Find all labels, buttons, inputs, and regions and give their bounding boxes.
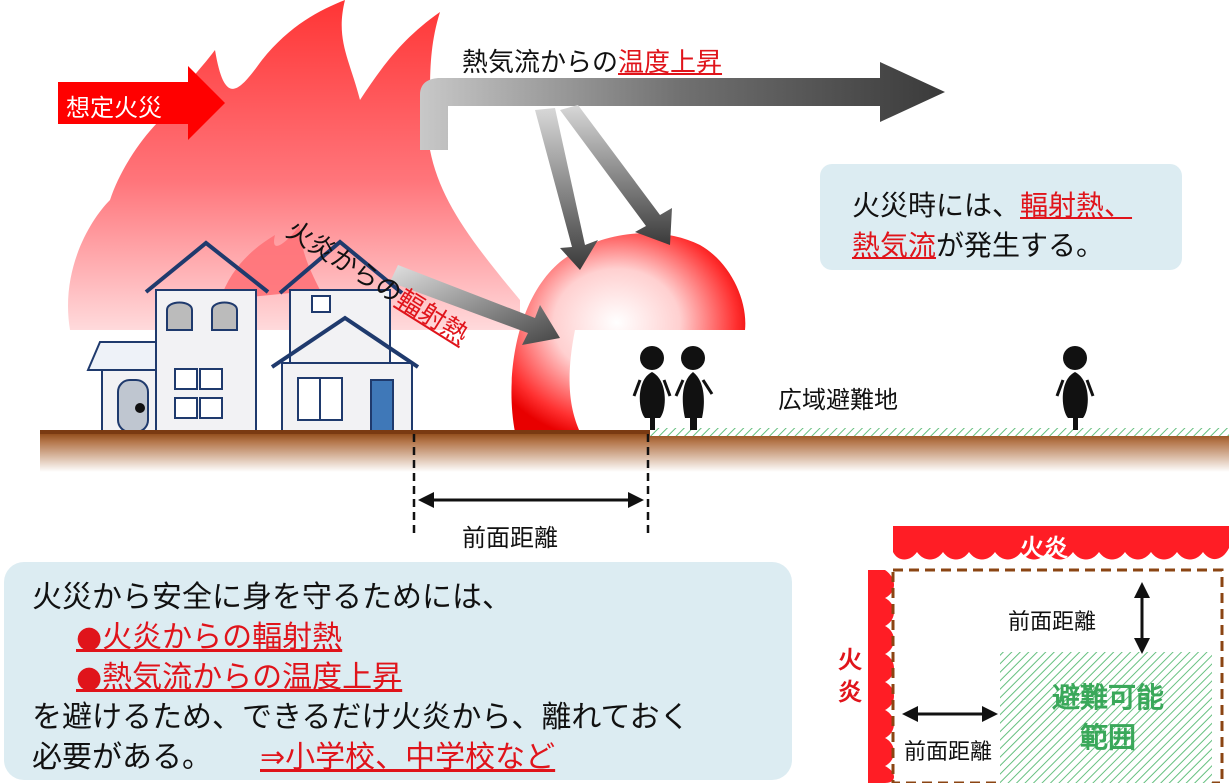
main-line5: 必要がある。 ⇒小学校、中学校など — [32, 732, 555, 776]
heat-flow-prefix: 熱気流からの — [462, 48, 619, 78]
main-box — [4, 562, 792, 780]
main-line4: を避けるため、できるだけ火炎から、離れておく — [32, 700, 690, 735]
info-line1-highlight: 輻射熱、 — [1020, 189, 1133, 222]
radiant-heat-arrow — [390, 265, 560, 345]
heat-flow-highlight: 温度上昇 — [618, 48, 723, 78]
person-3 — [1055, 346, 1095, 430]
info-line1-prefix: 火災時には、 — [852, 189, 1021, 222]
evac-ground-hatch — [650, 428, 1229, 436]
main-bullet1: ●火炎からの輻射熱 — [76, 620, 343, 655]
front-distance-label: 前面距離 — [462, 524, 558, 552]
info-box-line2: 熱気流が発生する。 — [852, 224, 1104, 264]
main-line5-highlight: ⇒小学校、中学校など — [260, 740, 556, 775]
main-line5-prefix: 必要がある。 — [32, 740, 212, 775]
fire-scenario-arrow — [58, 66, 225, 140]
radiant-heat-ball — [511, 233, 746, 432]
main-bullet2: ●熱気流からの温度上昇 — [76, 660, 403, 695]
evac-area-label: 広域避難地 — [778, 386, 898, 414]
inset-front-distance-top: 前面距離 — [1008, 610, 1097, 635]
safe-zone-label-2: 範囲 — [1080, 721, 1137, 754]
heat-flow-arrow — [420, 62, 945, 150]
inset-flame-left-label-1: 火 — [838, 646, 862, 674]
flame-shape — [68, 0, 520, 330]
person-1 — [632, 346, 672, 430]
inset-diagram — [868, 526, 1229, 783]
fire-scenario-label: 想定火災 — [66, 94, 162, 122]
downward-arrow-2 — [560, 105, 672, 245]
info-box — [820, 164, 1182, 270]
inset-front-distance-bottom: 前面距離 — [904, 740, 993, 765]
house-right — [270, 239, 420, 434]
info-box-line1: 火災時には、輻射熱、 — [852, 184, 1132, 224]
person-2 — [674, 346, 714, 430]
heat-flow-caption: 熱気流からの温度上昇 — [462, 42, 722, 79]
ground — [40, 432, 1229, 472]
inset-flame-top-label: 火炎 — [1020, 534, 1068, 562]
downward-arrow-1 — [535, 108, 598, 270]
info-line2-highlight: 熱気流 — [852, 229, 937, 262]
safe-zone-label-1: 避難可能 — [1052, 681, 1165, 714]
ground-line — [40, 430, 650, 434]
main-line1: 火災から安全に身を守るためには、 — [32, 580, 512, 615]
inset-flame-left-label-2: 炎 — [838, 678, 862, 706]
info-line2-suffix: が発生する。 — [936, 229, 1105, 262]
